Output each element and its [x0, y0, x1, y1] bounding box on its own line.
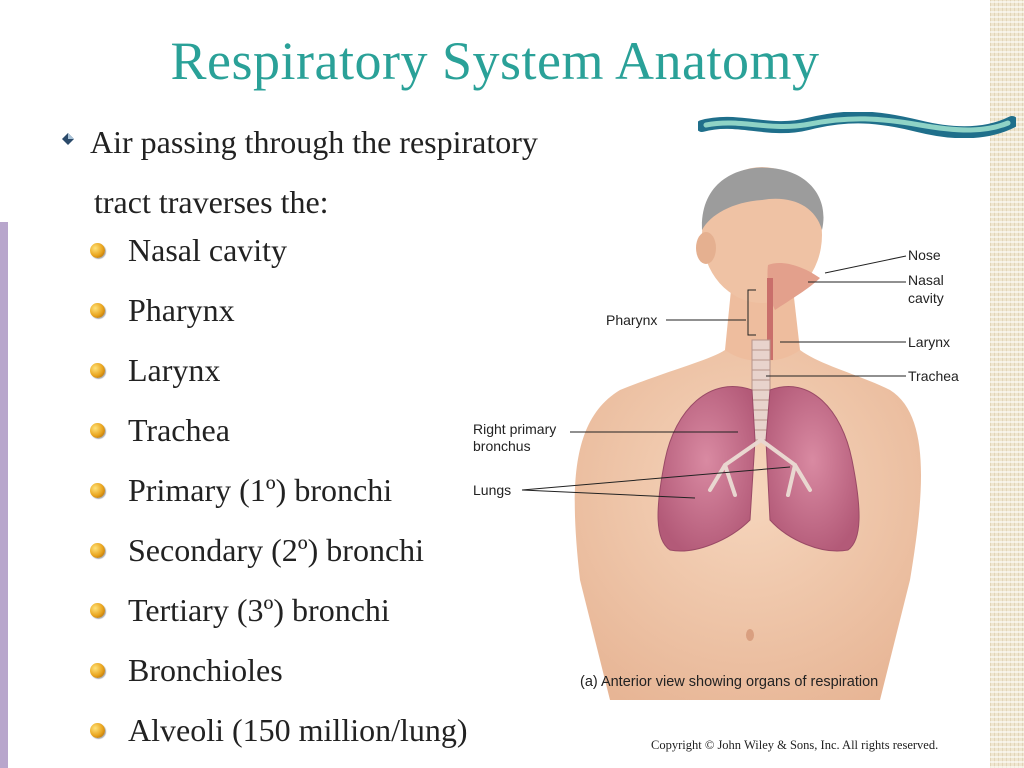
label-pharynx: Pharynx [606, 312, 657, 328]
lead-text-line-2: tract traverses the: [94, 184, 329, 220]
list-item: Secondary (2º) bronchi [88, 520, 468, 580]
list-item: Alveoli (150 million/lung) [88, 700, 468, 760]
lungs-illustration [657, 386, 860, 552]
bullet-icon [90, 603, 105, 618]
bullet-icon [90, 543, 105, 558]
label-nose: Nose [908, 247, 941, 263]
slide-title: Respiratory System Anatomy [170, 31, 820, 91]
left-accent-bar [0, 222, 8, 768]
figure-caption: (a) Anterior view showing organs of resp… [580, 674, 879, 690]
bullet-icon [90, 303, 105, 318]
label-right-primary-bronchus-line-2: bronchus [473, 438, 531, 454]
respiratory-anatomy-figure: Nose Nasal cavity Pharynx Larynx Trachea… [473, 167, 959, 700]
list-item: Nasal cavity [88, 220, 468, 280]
bullet-icon [90, 423, 105, 438]
list-item: Primary (1º) bronchi [88, 460, 468, 520]
leader-lines [521, 255, 907, 499]
label-nasal-cavity-line-1: Nasal [908, 272, 944, 288]
list-item: Trachea [88, 400, 468, 460]
lead-text-line-1: Air passing through the respiratory [90, 124, 538, 160]
label-larynx: Larynx [908, 334, 950, 350]
label-right-primary-bronchus-line-1: Right primary [473, 421, 556, 437]
bullet-icon [90, 663, 105, 678]
label-lungs: Lungs [473, 482, 511, 498]
label-nasal-cavity-line-2: cavity [908, 290, 944, 306]
copyright-notice: Copyright © John Wiley & Sons, Inc. All … [651, 738, 939, 752]
list-item: Tertiary (3º) bronchi [88, 580, 468, 640]
list-item: Larynx [88, 340, 468, 400]
label-trachea: Trachea [908, 368, 959, 384]
list-item: Pharynx [88, 280, 468, 340]
bullet-icon [90, 363, 105, 378]
brush-stroke-decoration [698, 112, 1016, 138]
list-item: Bronchioles [88, 640, 468, 700]
lead-bullet-icon [62, 133, 74, 145]
bullet-icon [90, 483, 105, 498]
bullet-icon [90, 243, 105, 258]
airway-list: Nasal cavity Pharynx Larynx Trachea Prim… [88, 220, 468, 760]
bullet-icon [90, 723, 105, 738]
